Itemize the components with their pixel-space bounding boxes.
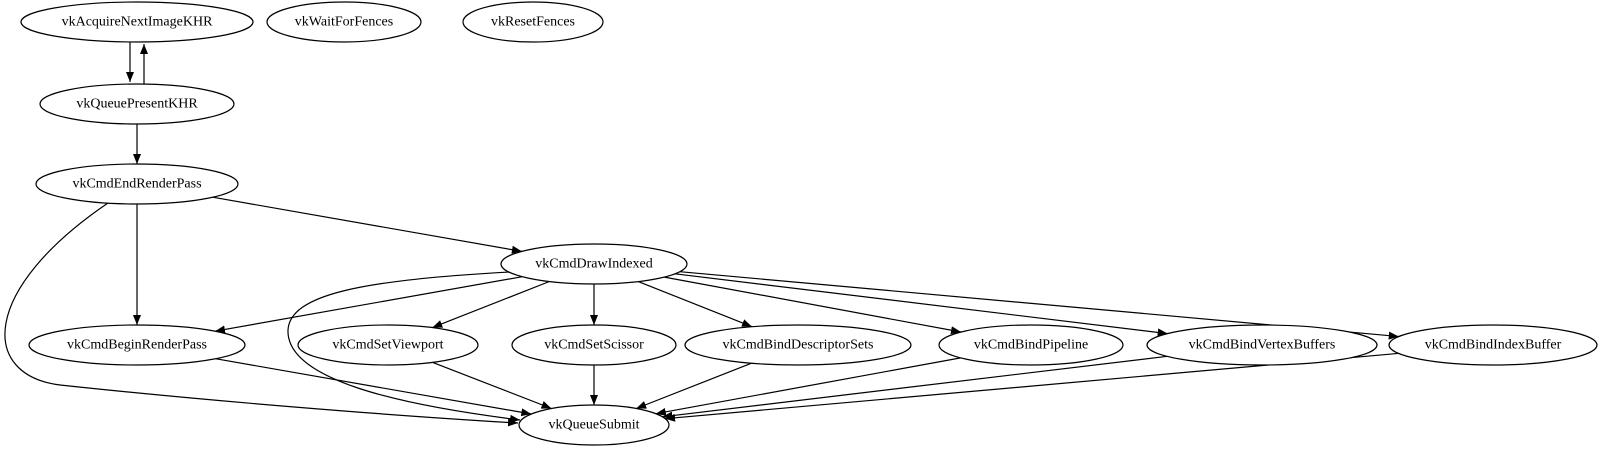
edge-drawidx-to-pipeline (664, 276, 962, 335)
node-acquire: vkAcquireNextImageKHR (20, 1, 254, 43)
edge-line (662, 355, 1168, 420)
node-label: vkCmdSetViewport (332, 338, 443, 353)
edge-viewport-to-submit (432, 361, 552, 410)
node-label: vkWaitForFences (295, 15, 393, 30)
edge-pipeline-to-submit (655, 357, 961, 416)
node-drawidx: vkCmdDrawIndexed (500, 243, 688, 285)
edge-line (215, 358, 532, 417)
edge-line (4, 202, 519, 427)
node-shape (1146, 324, 1378, 366)
node-shape (28, 324, 246, 366)
node-endrp: vkCmdEndRenderPass (35, 163, 239, 205)
node-shape (518, 404, 670, 446)
node-pipeline: vkCmdBindPipeline (938, 324, 1124, 366)
edge-beginrp-to-submit (215, 358, 532, 417)
edge-drawidx-to-vbufs (674, 273, 1168, 337)
node-label: vkResetFences (491, 15, 575, 30)
node-shape (1388, 324, 1598, 366)
node-vbufs: vkCmdBindVertexBuffers (1146, 324, 1378, 366)
node-shape (684, 324, 912, 366)
node-viewport: vkCmdSetViewport (297, 324, 479, 366)
edge-drawidx-to-beginrp (214, 276, 523, 334)
node-shape (938, 324, 1124, 366)
node-scissor: vkCmdSetScissor (511, 324, 677, 366)
edge-line (432, 280, 550, 329)
node-label: vkQueuePresentKHR (76, 97, 198, 112)
edge-descsets-to-submit (635, 362, 752, 410)
node-descsets: vkCmdBindDescriptorSets (684, 324, 912, 366)
node-label: vkCmdBindVertexBuffers (1189, 338, 1336, 353)
edge-line (214, 276, 523, 334)
edge-drawidx-to-viewport (432, 280, 550, 329)
edge-line (674, 273, 1168, 337)
node-ibuf: vkCmdBindIndexBuffer (1388, 324, 1598, 366)
edge-endrp-to-submit (4, 202, 519, 427)
node-shape (20, 1, 254, 43)
node-label: vkCmdDrawIndexed (535, 257, 652, 272)
node-beginrp: vkCmdBeginRenderPass (28, 324, 246, 366)
edge-drawidx-to-submit (287, 271, 521, 423)
edge-line (212, 196, 523, 254)
node-shape (500, 243, 688, 285)
node-label: vkCmdBindPipeline (974, 338, 1088, 353)
edge-line (635, 362, 752, 410)
node-present: vkQueuePresentKHR (39, 83, 235, 125)
node-resetfences: vkResetFences (462, 1, 604, 43)
node-waitfences: vkWaitForFences (266, 1, 422, 43)
edge-drawidx-to-descsets (638, 281, 753, 328)
edge-endrp-to-drawidx (212, 196, 523, 254)
edge-vbufs-to-submit (662, 355, 1168, 420)
node-shape (266, 1, 422, 43)
node-label: vkCmdBindIndexBuffer (1425, 338, 1562, 353)
node-label: vkCmdSetScissor (544, 338, 644, 353)
node-label: vkCmdBindDescriptorSets (723, 338, 874, 353)
node-shape (39, 83, 235, 125)
node-label: vkQueueSubmit (549, 418, 640, 433)
node-label: vkCmdBeginRenderPass (67, 338, 207, 353)
edge-line (287, 271, 521, 423)
node-shape (35, 163, 239, 205)
edge-line (664, 276, 962, 335)
edge-line (432, 361, 552, 410)
node-submit: vkQueueSubmit (518, 404, 670, 446)
node-shape (511, 324, 677, 366)
node-shape (297, 324, 479, 366)
edge-line (655, 357, 961, 416)
edge-line (638, 281, 753, 328)
node-shape (462, 1, 604, 43)
node-label: vkAcquireNextImageKHR (62, 15, 214, 30)
node-label: vkCmdEndRenderPass (72, 177, 201, 192)
